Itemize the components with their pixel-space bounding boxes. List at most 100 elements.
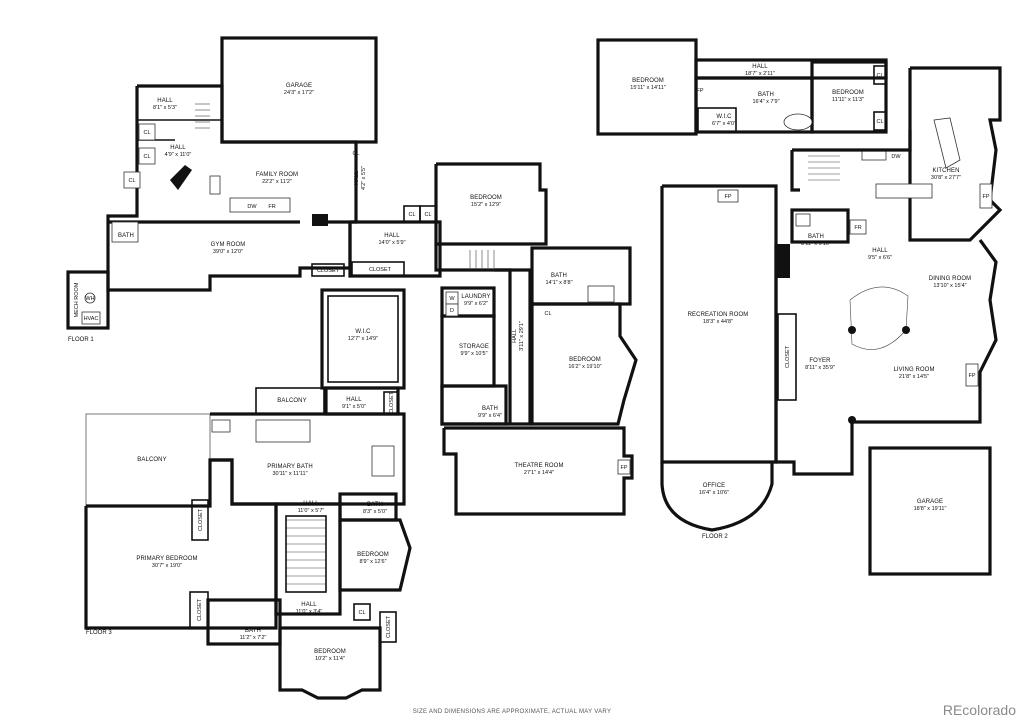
foyer-living-walls — [774, 239, 998, 476]
dw-label-f2: DW — [891, 154, 901, 160]
bath-small-fixture — [111, 221, 139, 243]
theatre-room-walls — [442, 426, 634, 516]
garage-1-dims: 24'3" x 17'2" — [284, 90, 314, 96]
bedroom-f1-dims: 15'2" x 12'9" — [471, 202, 501, 208]
left-hall-walls — [106, 86, 139, 245]
cl-label-7: CL — [358, 610, 365, 616]
bath-f3b-dims: 11'2" x 7'2" — [240, 635, 267, 641]
closet-f3-2-label: CLOSET — [197, 598, 203, 621]
fp-label-theatre: FP — [620, 465, 627, 471]
fp-kitchen-box — [979, 183, 993, 209]
hall-a-dims: 8'1" x 5'3" — [153, 105, 177, 111]
sink-fixture — [209, 175, 221, 195]
angled-wall — [170, 165, 192, 190]
wh-label: WH — [85, 296, 94, 302]
closet-f3-1-label: CLOSET — [198, 508, 204, 531]
theatre-room-dims: 27'1" x 14'4" — [524, 470, 554, 476]
counter — [229, 197, 291, 213]
foyer-dims: 8'11" x 35'9" — [805, 365, 835, 371]
primary-bath-name: PRIMARY BATH — [267, 464, 313, 470]
bedroom-top1-name: BEDROOM — [632, 78, 664, 84]
fireplace-f2 — [776, 244, 790, 278]
bath-f2-fixture — [795, 213, 811, 227]
hall-b-name: HALL — [170, 145, 186, 151]
hall-a-name: HALL — [157, 98, 173, 104]
kitchen-island-icon — [875, 183, 933, 199]
wc-icon — [211, 419, 231, 433]
closet-f2-box — [777, 313, 797, 401]
bath-f2-dims: 8'11" x 6'10" — [801, 241, 831, 247]
column-right — [902, 326, 910, 334]
fp-living-box — [965, 363, 979, 387]
hall-c-dims: 14'0" x 5'9" — [378, 240, 405, 246]
bath-f1a-name: BATH — [551, 273, 567, 279]
hall-v2-dims: 3'11" x 29'1" — [519, 321, 525, 351]
top-bedroom-wing — [596, 38, 888, 136]
mech-room-label: MECH ROOM — [74, 282, 80, 317]
office-name: OFFICE — [703, 483, 726, 489]
kitchen-walls — [908, 66, 1003, 242]
cl-label-6: CL — [544, 311, 551, 317]
bath-f2-name: BATH — [808, 234, 824, 240]
fp-label-kitchen: FP — [982, 194, 989, 200]
room-labels: GARAGE 24'3" x 17'2" HALL 8'1" x 5'3" HA… — [136, 64, 971, 662]
balcony-small-label: BALCONY — [277, 398, 306, 404]
floor-3-label: FLOOR 3 — [86, 630, 112, 636]
bedroom-f3a-dims: 8'9" x 12'6" — [359, 559, 386, 565]
wic-top-dims: 6'7" x 4'0" — [712, 121, 736, 127]
fp-label-top: FP — [696, 88, 703, 94]
cl-label-4: CL — [408, 212, 415, 218]
cl-label-1: CL — [143, 130, 150, 136]
closet-f2-label: CLOSET — [785, 345, 791, 368]
primary-bedroom-name: PRIMARY BEDROOM — [136, 556, 197, 562]
fp-theatre-box — [617, 459, 631, 475]
cl-label-10: CL — [352, 151, 359, 157]
bedroom-f3a-walls — [338, 518, 412, 592]
cl-label-9: CL — [876, 119, 883, 125]
bedroom-f3a-name: BEDROOM — [357, 552, 389, 558]
floor-1-label: FLOOR 1 — [68, 337, 94, 343]
bath-f1a-walls — [530, 246, 632, 306]
closet-1-label: CLOSET — [317, 268, 340, 274]
wic-dims: 12'7" x 14'9" — [348, 336, 378, 342]
bath-top-dims: 16'4" x 7'9" — [752, 99, 779, 105]
bedroom-f3b-dims: 10'2" x 11'4" — [315, 656, 345, 662]
bedroom-top2-name: BEDROOM — [832, 90, 864, 96]
bedroom-top2-dims: 11'11" x 11'3" — [832, 97, 864, 103]
garage-2-walls — [868, 446, 992, 576]
bedroom-f3b-name: BEDROOM — [314, 649, 346, 655]
hall-v1-name: HALL — [354, 171, 360, 185]
kitchen-name: KITCHEN — [932, 168, 959, 174]
hvac-label: HVAC — [84, 316, 99, 322]
bath-f3b-name: BATH — [245, 628, 261, 634]
fp-recreation-box — [717, 189, 739, 203]
dining-room-name: DINING ROOM — [929, 276, 971, 282]
dryer-icon — [445, 303, 459, 317]
balcony-large-label: BALCONY — [137, 457, 166, 463]
bath-f2-walls — [790, 208, 850, 244]
floor-2-label: FLOOR 2 — [702, 534, 728, 540]
fr-label-f1: FR — [268, 204, 275, 210]
fr-box — [849, 219, 867, 235]
cl-top-a — [873, 65, 887, 85]
hall-d-dims: 9'1" x 5'0" — [342, 404, 366, 410]
laundry-name: LAUNDRY — [461, 294, 490, 300]
bath-top-name: BATH — [758, 92, 774, 98]
hall-v2-walls — [494, 268, 512, 424]
primary-bedroom-walls — [84, 458, 278, 630]
cl-f3 — [353, 603, 371, 621]
bath-f1b-walls — [440, 384, 508, 426]
hall-top-dims: 18'7" x 2'11" — [745, 71, 775, 77]
closet-1-box — [311, 263, 345, 277]
tub-f3-icon — [371, 445, 395, 477]
closet-2-box — [351, 261, 405, 277]
kitchen-counter-icon — [933, 117, 961, 169]
family-room-dims: 22'2" x 11'2" — [262, 179, 292, 185]
column-left — [848, 326, 856, 334]
fp-label-living: FP — [968, 373, 975, 379]
garage-2-dims: 18'8" x 19'11" — [914, 506, 947, 512]
bath-f1-small-label: BATH — [118, 233, 134, 239]
brand-logo: REcolorado — [942, 702, 1016, 718]
kitchen-link-walls — [792, 130, 912, 152]
